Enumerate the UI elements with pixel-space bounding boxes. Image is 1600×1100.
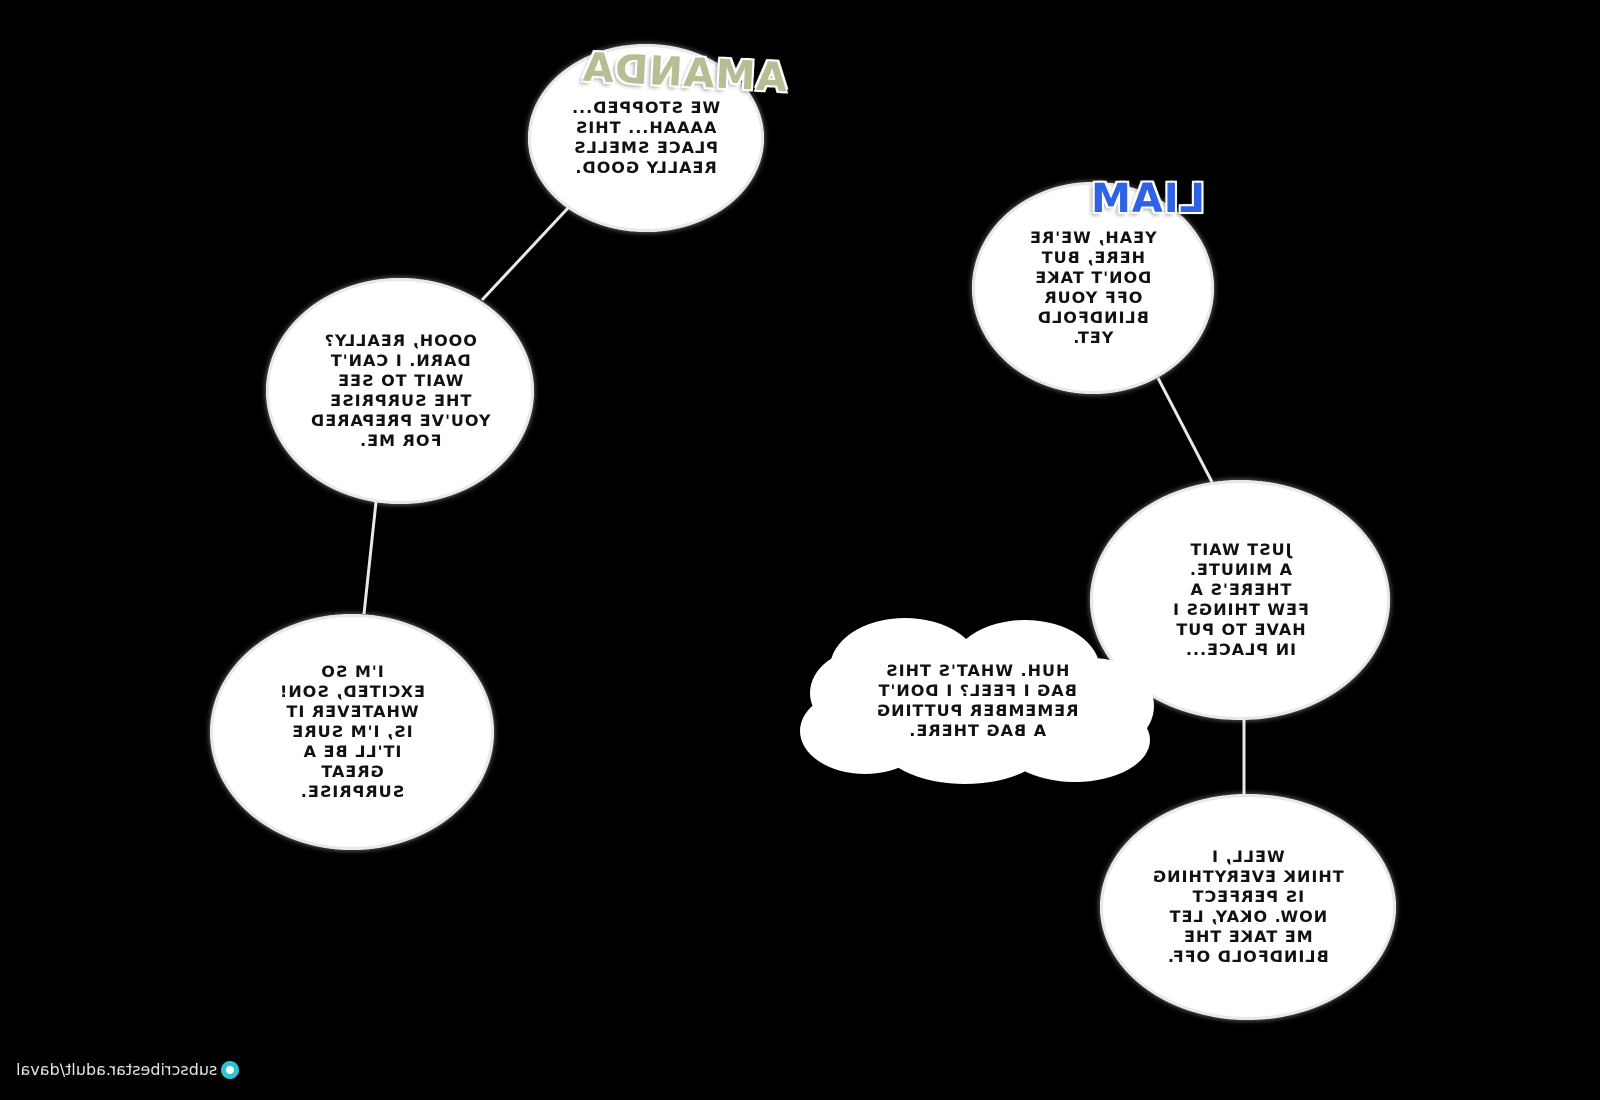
speech-text: I'M SO EXCITED, SON! WHATEVER IT IS, I'M… <box>279 662 425 801</box>
character-name-liam: LIAM <box>1089 175 1206 223</box>
speech-bubble-liam-3: WELL, I THINK EVERYTHING IS PERFECT NOW.… <box>1100 794 1396 1020</box>
watermark-text: subscribestar.adult/daval <box>16 1060 218 1079</box>
speech-bubble-amanda-2: OOOH, REALLY? DARN. I CAN'T WAIT TO SEE … <box>266 278 534 504</box>
thought-bubble-amanda: HUH. WHAT'S THIS BAG I FEEL? I DON'T REM… <box>800 618 1154 784</box>
speech-bubble-amanda-1: WE STOPPED... AAAAH... THIS PLACE SMELLS… <box>528 44 764 232</box>
speech-text: YEAH, WE'RE HERE, BUT DON'T TAKE OFF YOU… <box>1029 228 1157 347</box>
connector-amanda-2-3 <box>362 501 378 615</box>
speech-bubble-liam-1: YEAH, WE'RE HERE, BUT DON'T TAKE OFF YOU… <box>972 182 1214 394</box>
thought-text-wrap: HUH. WHAT'S THIS BAG I FEEL? I DON'T REM… <box>800 618 1154 784</box>
cloud-puff <box>860 648 1100 758</box>
connector-amanda-1-2 <box>480 206 570 302</box>
speech-bubble-amanda-3: I'M SO EXCITED, SON! WHATEVER IT IS, I'M… <box>210 614 494 850</box>
speech-text: WE STOPPED... AAAAH... THIS PLACE SMELLS… <box>571 98 721 177</box>
thought-text: HUH. WHAT'S THIS BAG I FEEL? I DON'T REM… <box>875 661 1079 740</box>
watermark-link[interactable]: subscribestar.adult/daval <box>16 1060 240 1079</box>
speech-text: OOOH, REALLY? DARN. I CAN'T WAIT TO SEE … <box>309 331 491 450</box>
connector-liam-1-2 <box>1156 377 1214 483</box>
subscribestar-icon <box>221 1060 240 1079</box>
speech-text: JUST WAIT A MINUTE. THERE'S A FEW THINGS… <box>1171 540 1309 659</box>
speech-text: WELL, I THINK EVERYTHING IS PERFECT NOW.… <box>1152 847 1344 966</box>
